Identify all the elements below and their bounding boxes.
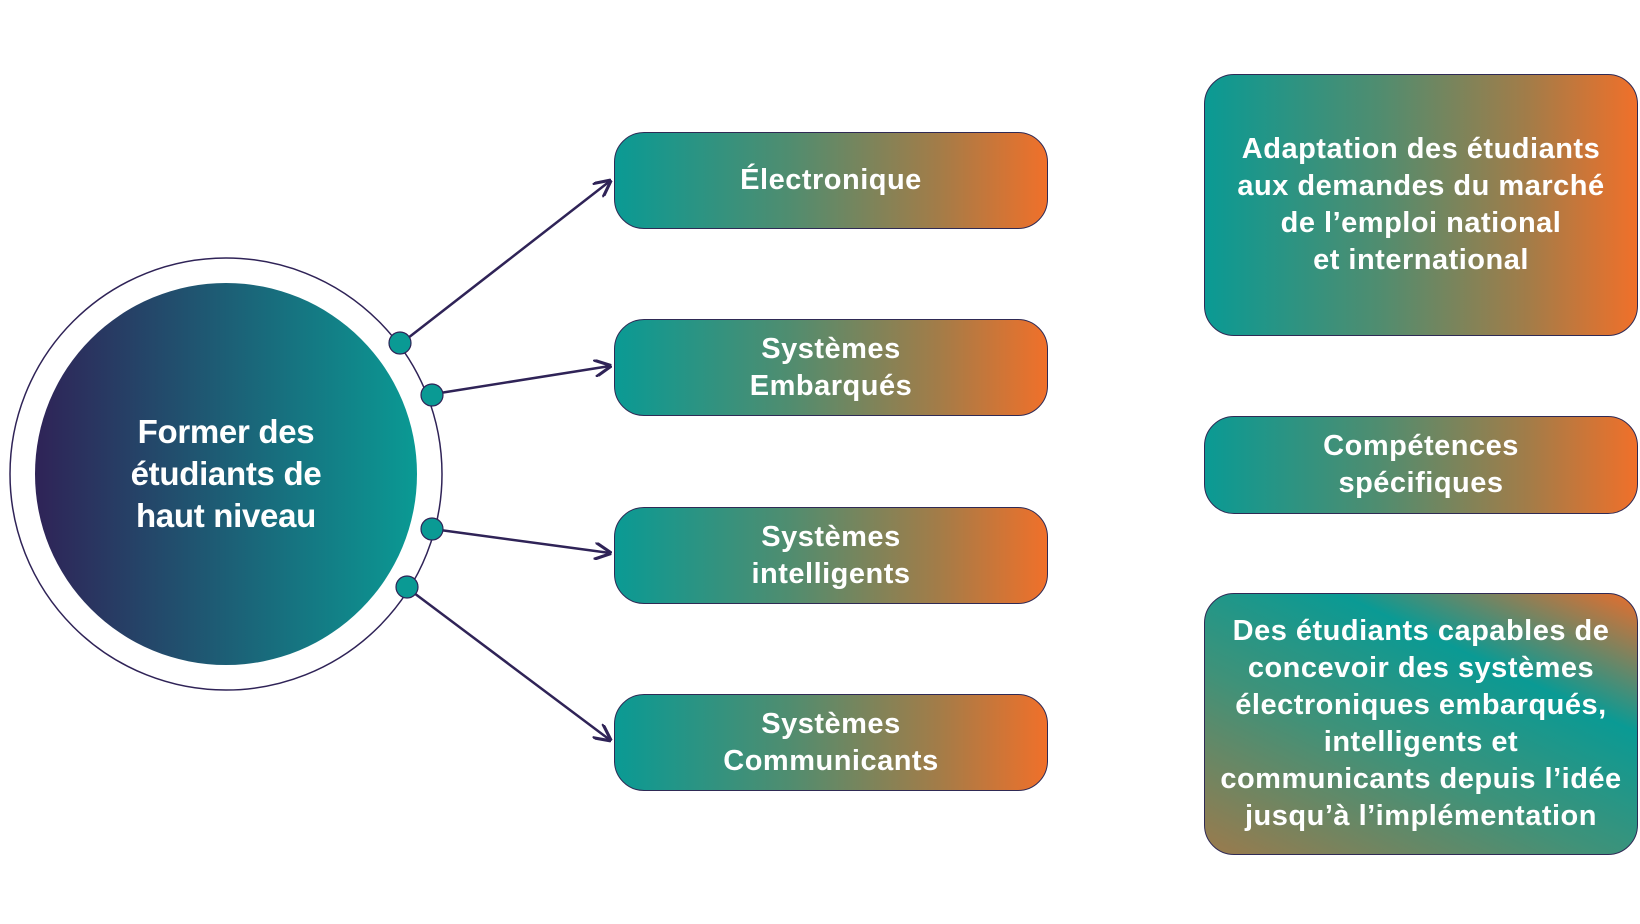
branch-systemes-embarques: Systèmes Embarqués (614, 319, 1048, 416)
branch-systemes-communicants: Systèmes Communicants (614, 694, 1048, 791)
node-dot-3 (420, 517, 444, 541)
branch-systemes-intelligents: Systèmes intelligents (614, 507, 1048, 604)
node-dot-2 (420, 383, 444, 407)
arrow-to-systemes-communicants (409, 589, 610, 740)
hub-label: Former des étudiants de haut niveau (130, 413, 322, 534)
outcome-competences: Compétences spécifiques (1204, 416, 1638, 514)
branch-electronique: Électronique (614, 132, 1048, 229)
arrow-to-systemes-intelligents (439, 528, 610, 553)
arrow-to-systemes-embarques (439, 366, 610, 395)
node-dot-1 (388, 331, 412, 355)
node-dot-4 (395, 575, 419, 599)
arrow-to-electronique (407, 181, 610, 339)
outcome-adaptation: Adaptation des étudiants aux demandes du… (1204, 74, 1638, 336)
hub-circle (35, 283, 417, 665)
outcome-capacites: Des étudiants capables de concevoir des … (1204, 593, 1638, 855)
